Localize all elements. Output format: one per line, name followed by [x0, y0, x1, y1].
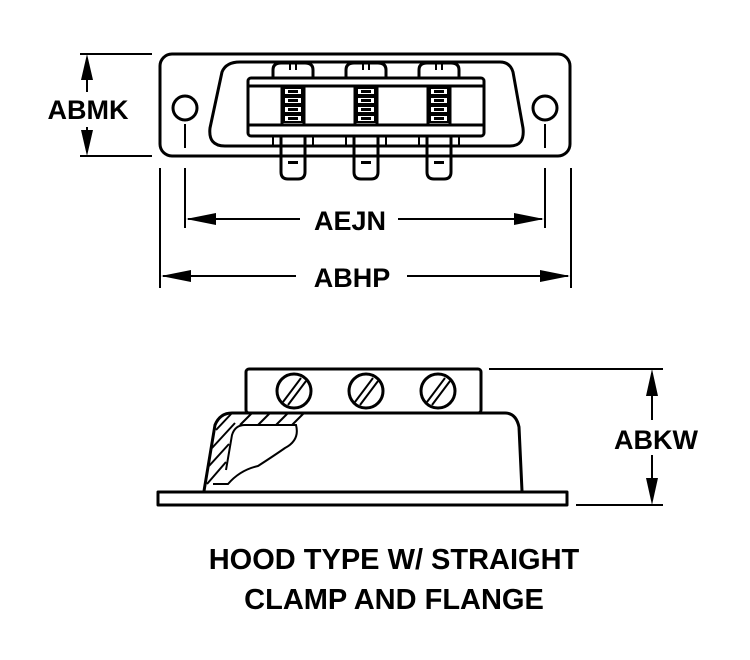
label-aejn: AEJN [314, 206, 386, 236]
dimension-abhp [161, 270, 570, 282]
label-abmk: ABMK [48, 95, 129, 125]
label-abkw: ABKW [614, 425, 698, 455]
cutaway-inner [213, 424, 298, 485]
side-hood-outline [202, 411, 524, 493]
side-screw-head [419, 372, 457, 410]
top-screws [271, 61, 461, 181]
side-screw-head [347, 372, 385, 410]
mounting-hole-right [531, 94, 559, 148]
top-screw [271, 61, 315, 181]
thread-column [280, 84, 306, 127]
dimension-abkw [489, 368, 663, 506]
top-screw [344, 61, 388, 181]
side-screw-head [275, 372, 313, 410]
caption-line-2: CLAMP AND FLANGE [244, 584, 544, 616]
mounting-hole-left [171, 94, 199, 148]
top-threads [280, 84, 452, 127]
caption-line-1: HOOD TYPE W/ STRAIGHT [209, 544, 580, 576]
cutaway-hatch [206, 412, 305, 485]
side-screws [275, 372, 457, 410]
side-view: ABKW [156, 367, 699, 507]
top-flange-outline [158, 52, 572, 158]
label-abhp: ABHP [314, 263, 391, 293]
dimension-aejn [186, 213, 544, 225]
thread-column [426, 84, 452, 127]
dimension-abmk [80, 53, 152, 157]
top-screw [417, 61, 461, 181]
top-view: ABMK AEJN ABHP [48, 52, 572, 293]
thread-column [353, 84, 379, 127]
hood-outline [208, 60, 525, 148]
side-flange [156, 490, 569, 507]
